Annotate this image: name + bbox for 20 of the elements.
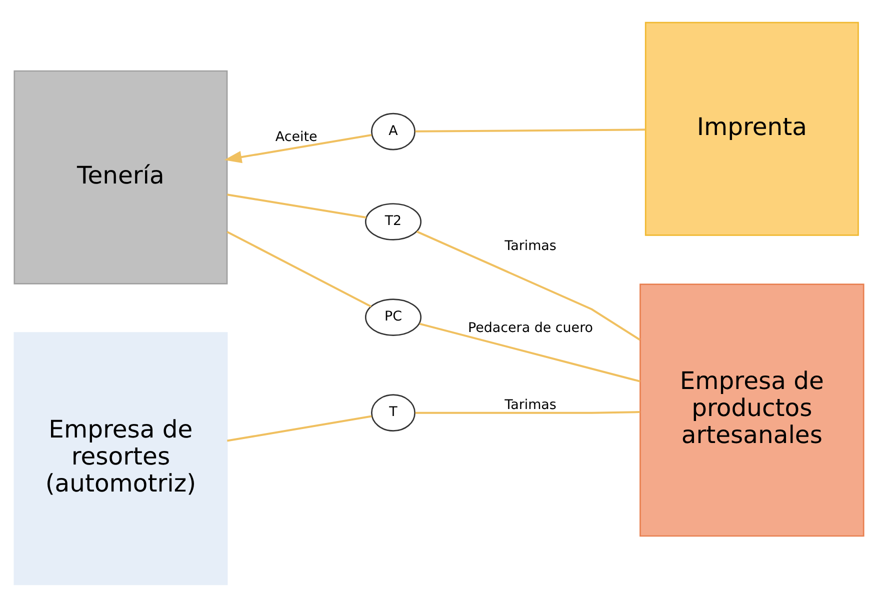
edge-label: Tarimas xyxy=(504,239,556,254)
edge-label: Pedacera de cuero xyxy=(468,321,593,336)
connector xyxy=(226,194,366,219)
connector xyxy=(416,230,640,341)
node-ellipse: PC xyxy=(364,298,422,336)
edge-label: Aceite xyxy=(274,130,317,145)
node-box: Imprenta xyxy=(644,22,858,236)
connector xyxy=(226,230,371,308)
connector xyxy=(414,128,645,132)
edge-label: Tarimas xyxy=(504,398,556,413)
arrow xyxy=(224,134,372,164)
node-ellipse: A xyxy=(370,112,415,150)
connector xyxy=(226,415,372,442)
node-box: Empresa de productos artesanales xyxy=(639,284,864,537)
node-ellipse: T xyxy=(370,394,415,432)
connector xyxy=(414,411,640,414)
node-ellipse: T2 xyxy=(364,203,422,240)
connector xyxy=(418,322,640,382)
node-box: Tenería xyxy=(13,70,228,284)
node-box: Empresa de resortes (automotriz) xyxy=(13,332,228,586)
